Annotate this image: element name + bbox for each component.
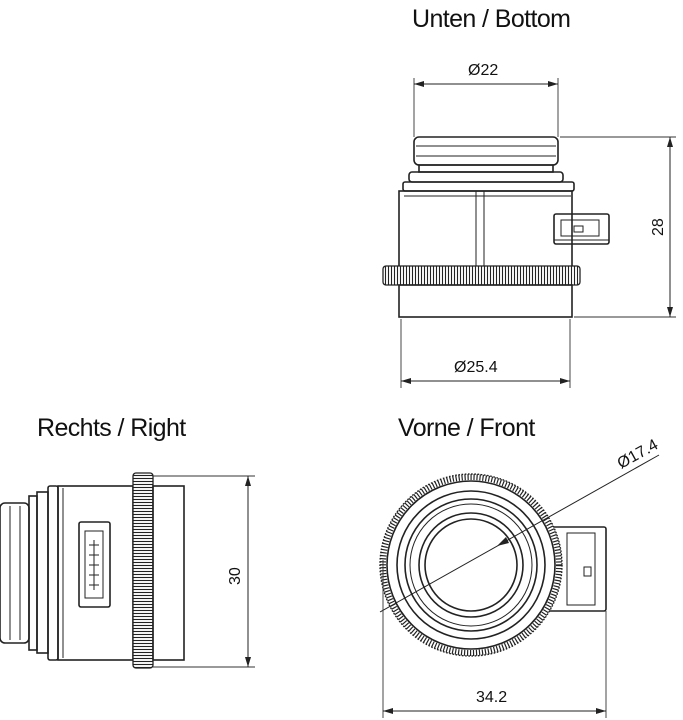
right-view-title: Rechts / Right <box>37 414 186 442</box>
bottom-dim-bottom: Ø25.4 <box>400 319 571 388</box>
dim-diameter-22: Ø22 <box>468 62 498 79</box>
bottom-view-title: Unten / Bottom <box>412 5 570 33</box>
bottom-dim-right: 28 <box>560 136 676 318</box>
right-dim-right: 30 <box>153 475 255 668</box>
dim-width-34-2: 34.2 <box>476 689 507 706</box>
front-dim-width: 34.2 <box>382 560 607 718</box>
dim-height-28: 28 <box>650 218 667 236</box>
right-view: Rechts / Right <box>0 414 255 669</box>
front-view-title: Vorne / Front <box>398 414 535 442</box>
bottom-view: Unten / Bottom Ø22 <box>382 5 676 388</box>
dim-diameter-25-4: Ø25.4 <box>454 359 498 376</box>
bottom-dim-top: Ø22 <box>413 62 559 137</box>
dim-height-30: 30 <box>227 567 244 585</box>
front-view: Vorne / Front Ø17.4 <box>379 414 661 718</box>
right-part <box>0 472 185 669</box>
front-part <box>379 473 607 657</box>
bottom-part <box>382 136 610 318</box>
